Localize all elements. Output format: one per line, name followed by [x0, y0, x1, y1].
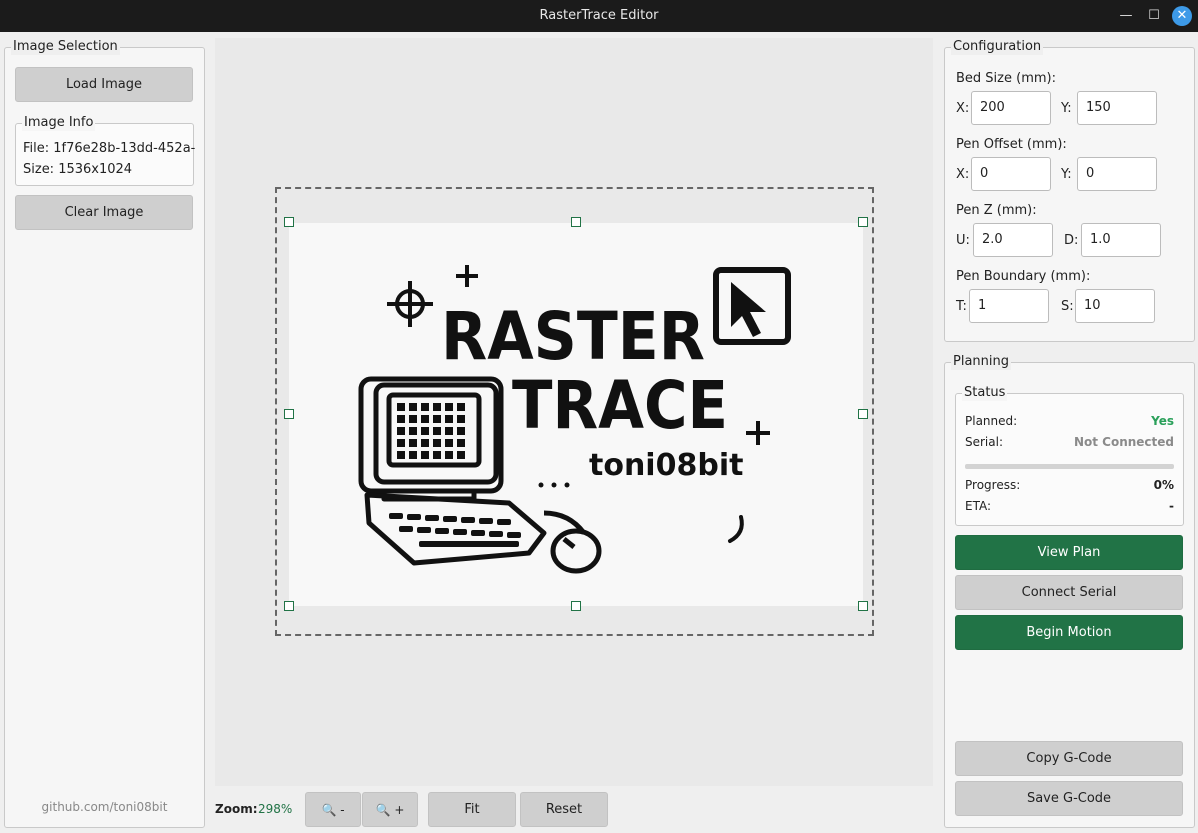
resize-handle-top[interactable]	[571, 217, 581, 227]
logo-line1: RASTER	[441, 298, 705, 375]
offset-y-label: Y:	[1061, 167, 1072, 182]
eta-label: ETA:	[965, 499, 992, 513]
pen-z-label: Pen Z (mm):	[956, 203, 1037, 218]
planning-group: Planning Status Planned: Yes Serial: Not…	[944, 354, 1195, 828]
view-plan-button[interactable]: View Plan	[955, 535, 1183, 570]
offset-x-input[interactable]: 0	[971, 157, 1051, 191]
zoom-value: 298%	[258, 802, 293, 816]
bed-y-input[interactable]: 150	[1077, 91, 1157, 125]
progress-bar	[965, 464, 1174, 469]
clear-image-button[interactable]: Clear Image	[15, 195, 193, 230]
progress-value: 0%	[1153, 478, 1174, 492]
image-selection-group: Image Selection Load Image Image Info Fi…	[4, 39, 205, 828]
computer-icon	[358, 376, 602, 574]
reset-button[interactable]: Reset	[520, 792, 608, 827]
progress-label: Progress:	[965, 478, 1021, 492]
bed-x-input[interactable]: 200	[971, 91, 1051, 125]
pen-up-label: U:	[956, 233, 970, 248]
image-info-title: Image Info	[22, 115, 96, 131]
resize-handle-top-right[interactable]	[858, 217, 868, 227]
close-icon[interactable]: ✕	[1172, 6, 1192, 26]
pen-down-input[interactable]: 1.0	[1081, 223, 1161, 257]
pen-up-input[interactable]: 2.0	[973, 223, 1053, 257]
cursor-icon	[713, 267, 791, 345]
image-file-name: File: 1f76e28b-13dd-452a-	[23, 141, 196, 156]
save-gcode-button[interactable]: Save G-Code	[955, 781, 1183, 816]
minimize-icon[interactable]: —	[1119, 8, 1133, 23]
planned-label: Planned:	[965, 414, 1018, 428]
eta-value: -	[1169, 499, 1174, 513]
boundary-s-label: S:	[1061, 299, 1074, 314]
bed-y-label: Y:	[1061, 101, 1072, 116]
configuration-title: Configuration	[951, 39, 1044, 55]
planning-title: Planning	[951, 354, 1011, 370]
pen-offset-label: Pen Offset (mm):	[956, 137, 1067, 152]
title-bar: RasterTrace Editor — ☐ ✕	[0, 0, 1198, 32]
zoom-in-button[interactable]: 🔍 +	[362, 792, 418, 827]
image-selection-frame[interactable]: RASTER TRACE toni08bit	[275, 187, 874, 636]
boundary-s-input[interactable]: 10	[1075, 289, 1155, 323]
resize-handle-right[interactable]	[858, 409, 868, 419]
planned-value: Yes	[1151, 414, 1174, 428]
zoom-label: Zoom:	[215, 802, 258, 816]
pen-down-label: D:	[1064, 233, 1079, 248]
copy-gcode-button[interactable]: Copy G-Code	[955, 741, 1183, 776]
status-group: Status Planned: Yes Serial: Not Connecte…	[955, 385, 1184, 526]
rastertrace-logo: RASTER TRACE toni08bit	[358, 265, 791, 574]
boundary-t-input[interactable]: 1	[969, 289, 1049, 323]
load-image-button[interactable]: Load Image	[15, 67, 193, 102]
resize-handle-bottom[interactable]	[571, 601, 581, 611]
connect-serial-button[interactable]: Connect Serial	[955, 575, 1183, 610]
loaded-image: RASTER TRACE toni08bit	[289, 223, 863, 606]
resize-handle-left[interactable]	[284, 409, 294, 419]
boundary-t-label: T:	[956, 299, 967, 314]
resize-handle-bottom-right[interactable]	[858, 601, 868, 611]
offset-x-label: X:	[956, 167, 970, 182]
configuration-group: Configuration Bed Size (mm): X: 200 Y: 1…	[944, 39, 1195, 342]
bed-size-label: Bed Size (mm):	[956, 71, 1056, 86]
begin-motion-button[interactable]: Begin Motion	[955, 615, 1183, 650]
zoom-out-button[interactable]: 🔍 -	[305, 792, 361, 827]
resize-handle-bottom-left[interactable]	[284, 601, 294, 611]
serial-label: Serial:	[965, 435, 1003, 449]
image-size: Size: 1536x1024	[23, 162, 133, 177]
screen-grid	[397, 403, 465, 459]
resize-handle-top-left[interactable]	[284, 217, 294, 227]
fit-button[interactable]: Fit	[428, 792, 516, 827]
status-title: Status	[962, 385, 1008, 401]
logo-subtitle: toni08bit	[589, 448, 743, 483]
window-title: RasterTrace Editor	[539, 8, 659, 23]
offset-y-input[interactable]: 0	[1077, 157, 1157, 191]
plus-icon	[456, 265, 770, 445]
bed-x-label: X:	[956, 101, 970, 116]
pen-boundary-label: Pen Boundary (mm):	[956, 269, 1091, 284]
crosshair-icon	[387, 281, 433, 327]
keyboard-keys	[389, 513, 521, 547]
github-link[interactable]: github.com/toni08bit	[41, 800, 168, 814]
image-selection-title: Image Selection	[11, 39, 120, 55]
maximize-icon[interactable]: ☐	[1148, 8, 1160, 23]
image-info-group: Image Info File: 1f76e28b-13dd-452a- Siz…	[15, 115, 196, 186]
canvas-area[interactable]: RASTER TRACE toni08bit	[215, 38, 933, 786]
serial-value: Not Connected	[1073, 435, 1174, 449]
logo-line2: TRACE	[512, 367, 728, 444]
